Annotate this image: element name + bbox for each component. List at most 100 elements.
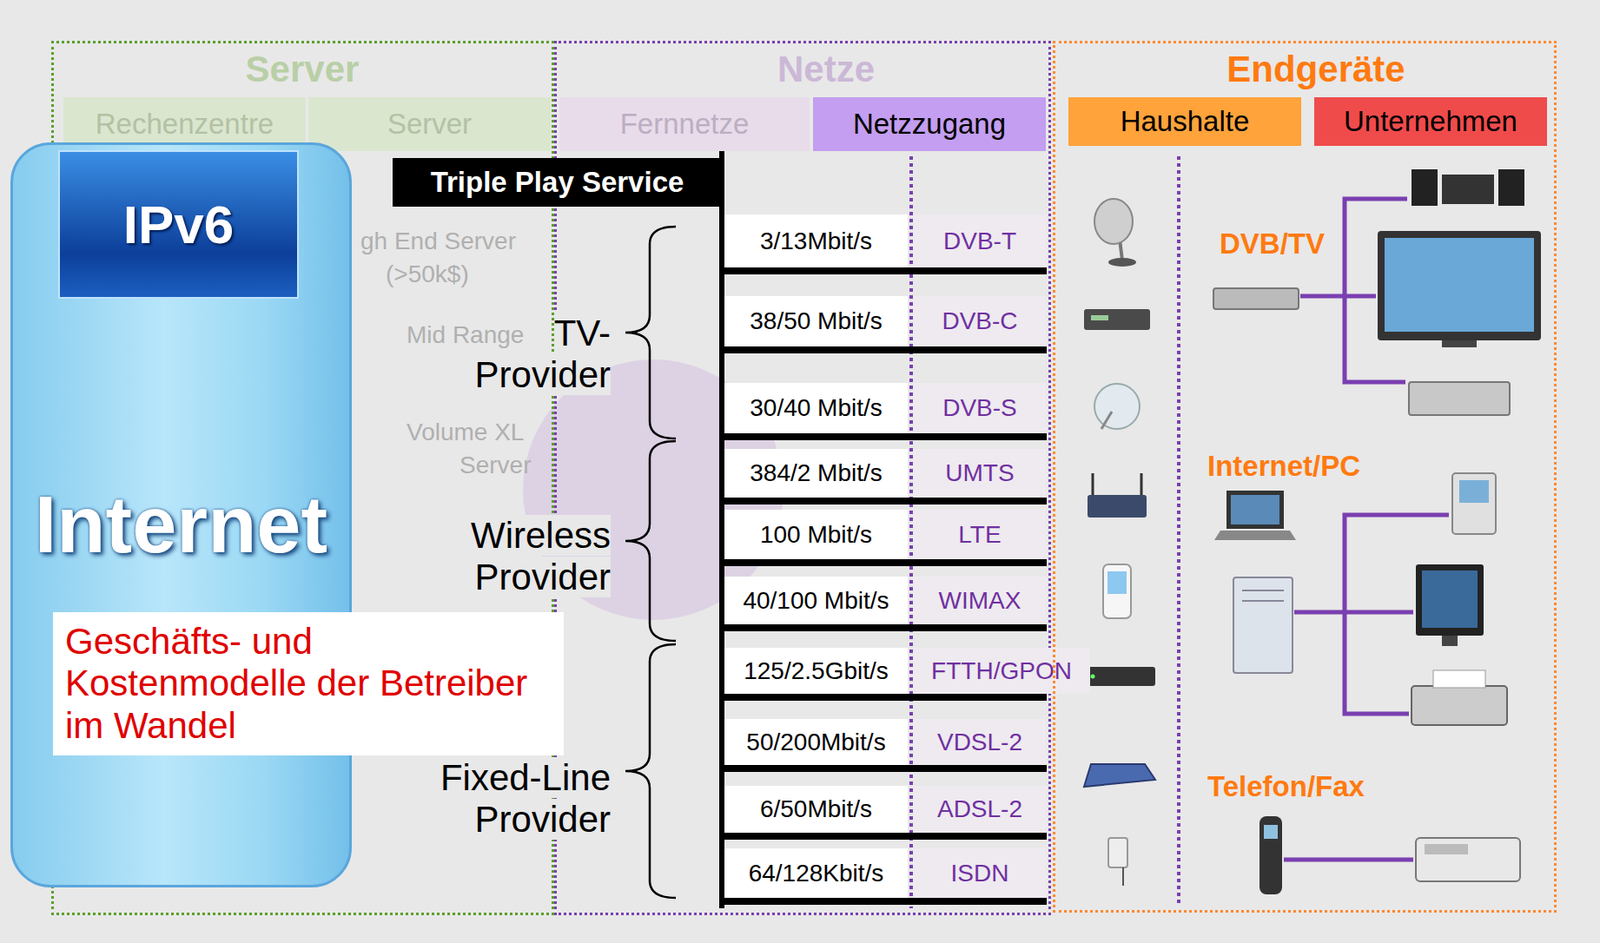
faded-label: Volume XL [406, 418, 524, 446]
node-text: 50/200Mbit/s [746, 728, 886, 757]
media-player-icon [1452, 473, 1496, 535]
monitor-icon [1415, 564, 1484, 636]
dvd-icon [1408, 382, 1510, 416]
modem-light [1090, 674, 1096, 680]
router-antenna [1140, 473, 1144, 496]
label-slot: Server [459, 451, 547, 480]
printer-paper [1433, 670, 1486, 688]
fax-slot [1424, 844, 1468, 855]
rate-box: 100 Mbit/s [724, 509, 908, 560]
technology-box: VDSL-2 [912, 719, 1047, 766]
technology-box: ISDN [912, 848, 1047, 899]
row-bar [724, 497, 1047, 505]
label-slot: Telefon/Fax [1207, 770, 1338, 804]
modem-icon [1080, 667, 1156, 687]
mobile-screen [1107, 571, 1127, 595]
label-slot: Volume XL [406, 418, 546, 447]
socket-icon [1108, 838, 1128, 868]
row-bar [724, 898, 1047, 906]
monitor-stand [1441, 635, 1458, 647]
node-text: FTTH/GPON [931, 657, 1072, 686]
row-bar [724, 833, 1047, 840]
rate-box: 3/13Mbit/s [724, 214, 908, 268]
curly-brace [625, 226, 676, 439]
dsl-router-icon [1084, 764, 1156, 787]
hifi-icon [1441, 174, 1495, 205]
node-text: Server [387, 107, 472, 141]
node-text: 6/50Mbit/s [760, 795, 873, 824]
dish-icon [1094, 383, 1140, 430]
node-text: Geschäfts- und Kostenmodelle der Betreib… [65, 621, 552, 748]
category-box: Server [308, 97, 551, 152]
cordless-phone-icon [1259, 816, 1283, 895]
rate-box: 64/128Kbit/s [724, 848, 908, 899]
row-bar [724, 694, 1047, 701]
node-text: Endgeräte [1226, 48, 1405, 91]
node-text: 30/40 Mbit/s [749, 394, 883, 423]
technology-box: UMTS [912, 449, 1047, 498]
pc-drive [1242, 589, 1284, 592]
technology-box: DVB-C [912, 296, 1047, 347]
dish-arm [1101, 411, 1112, 430]
technology-box: WIMAX [912, 576, 1047, 625]
curly-brace [625, 644, 676, 899]
node-text: 38/50 Mbit/s [749, 307, 883, 336]
row-bar [724, 624, 1047, 632]
node-text: VDSL-2 [937, 728, 1023, 757]
internet-box: Internet IPv6 [10, 142, 352, 888]
node-text: Netzzugang [852, 107, 1006, 141]
row-bar [724, 267, 1047, 275]
node-text: Rechenzentre [95, 107, 274, 141]
category-box: Unternehmen [1314, 97, 1548, 146]
curly-brace [625, 441, 676, 642]
household-icons [1080, 198, 1156, 886]
node-text: Haushalte [1120, 105, 1250, 139]
device-group-label: Internet/PC [1207, 449, 1361, 483]
node-text: 125/2.5Gbit/s [743, 657, 889, 686]
node-text: DVB-S [942, 394, 1018, 423]
label-slot: Wireless Provider [423, 515, 611, 600]
tv-screen [1384, 238, 1534, 332]
node-text: IPv6 [123, 193, 235, 256]
tv-icon [1377, 231, 1541, 341]
fax-icon [1415, 838, 1521, 882]
node-text: LTE [958, 521, 1001, 549]
technology-box: DVB-T [912, 214, 1047, 268]
node-text: Internet [13, 481, 350, 569]
node-text: 40/100 Mbit/s [742, 587, 889, 615]
node-text: WIMAX [938, 587, 1022, 615]
node-text: DVB-T [943, 227, 1017, 256]
laptop-icon [1226, 490, 1284, 529]
rate-box: 125/2.5Gbit/s [724, 647, 908, 695]
rate-box: 40/100 Mbit/s [724, 576, 908, 625]
device-group-label: Telefon/Fax [1207, 770, 1365, 803]
faded-label: Mid Range [406, 321, 524, 349]
row-bar [724, 433, 1047, 441]
node-text: ADSL-2 [937, 795, 1023, 824]
node-text: 64/128Kbit/s [748, 859, 885, 888]
printer-icon [1411, 686, 1508, 726]
router-icon [1087, 495, 1147, 518]
technology-box: DVB-S [912, 383, 1047, 434]
provider-label: Fixed-Line Provider [440, 757, 611, 840]
service-bar: Triple Play Service [392, 158, 722, 207]
pc-drive [1242, 600, 1284, 602]
settop-display [1090, 315, 1109, 321]
provider-label: Wireless Provider [470, 515, 611, 598]
braces [625, 226, 676, 899]
rate-box: 384/2 Mbit/s [724, 449, 908, 498]
ipv6-badge: IPv6 [58, 150, 299, 299]
row-bar [724, 765, 1047, 773]
node-text: 3/13Mbit/s [760, 227, 873, 256]
phone-screen [1263, 825, 1278, 840]
media-player-screen [1459, 480, 1489, 503]
label-slot: (>50k$) [385, 260, 516, 289]
wire [1283, 858, 1414, 863]
rate-box: 6/50Mbit/s [724, 786, 908, 834]
technology-box: FTTH/GPON [912, 647, 1091, 695]
tv-stand [1441, 340, 1477, 348]
faded-label: gh End Server [360, 227, 516, 255]
node-text: Triple Play Service [430, 165, 685, 199]
laptop-screen [1230, 495, 1280, 525]
node-text: Fernnetze [620, 107, 750, 141]
